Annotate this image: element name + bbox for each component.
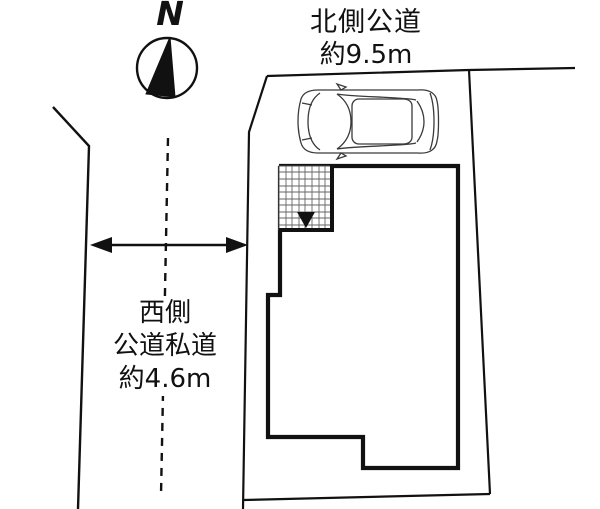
entrance-direction-arrow-icon	[297, 212, 315, 228]
west-road-type: 公道私道	[112, 331, 218, 361]
north-road-name: 北側公道	[310, 7, 422, 38]
compass-circle	[135, 36, 199, 100]
north-road-width: 約9.5m	[319, 40, 413, 70]
road-width-arrow	[90, 237, 248, 253]
compass	[135, 36, 199, 100]
compass-needle-icon	[145, 36, 176, 98]
parcel-boundary-west	[241, 75, 269, 509]
car-top-view-icon	[297, 82, 440, 161]
west-road-width: 約4.6m	[118, 364, 212, 394]
west-road-side: 西側	[138, 298, 192, 328]
north-road-label: 北側公道 約9.5m	[310, 6, 422, 72]
parcel-boundary-south	[243, 492, 491, 502]
west-road-label: 西側 公道私道 約4.6m	[106, 297, 224, 396]
compass-north-letter: N	[156, 0, 184, 33]
west-road-edge-line	[52, 106, 91, 509]
arrowhead-left-icon	[90, 237, 112, 253]
entrance-porch-grid	[278, 164, 334, 232]
parcel-boundary-east	[467, 69, 492, 495]
arrowhead-right-icon	[226, 237, 248, 253]
